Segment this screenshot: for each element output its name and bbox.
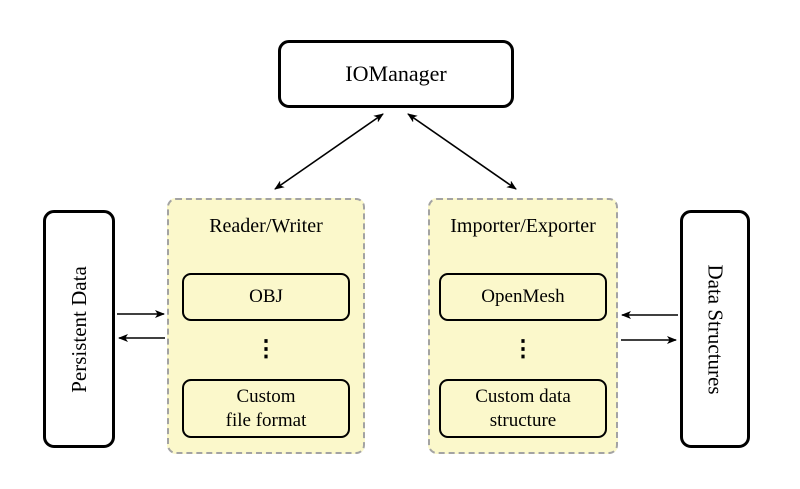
- iomanager-label: IOManager: [345, 61, 447, 86]
- iomanager-box: IOManager: [278, 40, 514, 108]
- openmesh-label: OpenMesh: [481, 286, 565, 308]
- persistent-data-box: Persistent Data: [43, 210, 115, 448]
- custom-file-format-box: Custom file format: [182, 379, 350, 438]
- custom-data-structure-box: Custom data structure: [439, 379, 607, 438]
- importer-exporter-title: Importer/Exporter: [450, 215, 596, 237]
- obj-box: OBJ: [182, 273, 350, 321]
- openmesh-box: OpenMesh: [439, 273, 607, 321]
- reader-writer-title: Reader/Writer: [209, 215, 323, 237]
- arrow-iomanager-importerexporter: [407, 113, 517, 190]
- custom-data-structure-line2: structure: [489, 409, 557, 431]
- custom-file-format-line1: Custom: [236, 386, 296, 408]
- obj-label: OBJ: [249, 286, 283, 308]
- custom-file-format-line2: file format: [225, 409, 307, 431]
- data-structures-box: Data Structures: [680, 210, 750, 448]
- data-structures-label: Data Structures: [703, 263, 728, 395]
- reader-writer-panel: Reader/Writer OBJ ⋮ Custom file format: [167, 198, 365, 454]
- vertical-ellipsis: ⋮: [254, 336, 278, 361]
- importer-exporter-panel: Importer/Exporter OpenMesh ⋮ Custom data…: [428, 198, 618, 454]
- custom-data-structure-line1: Custom data: [475, 386, 571, 408]
- vertical-ellipsis: ⋮: [511, 336, 535, 361]
- persistent-data-label: Persistent Data: [66, 265, 91, 393]
- arrow-iomanager-readerwriter: [274, 113, 384, 190]
